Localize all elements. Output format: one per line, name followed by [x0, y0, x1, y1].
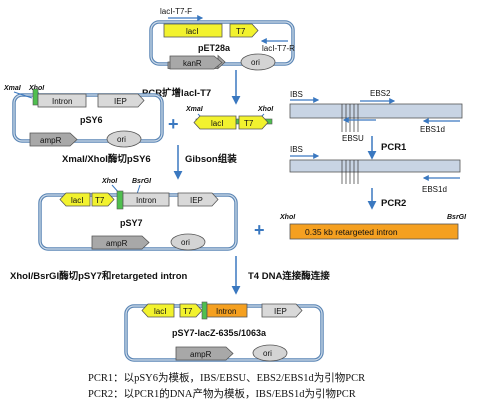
final-ori-label: ori	[263, 349, 272, 358]
psy7-iep	[177, 192, 219, 207]
caption-pcr2: PCR2：以PCR1的DNA产物为模板，IBS/EBS1d为引物PCR	[88, 389, 356, 400]
pet28a-plasmid: lacI-T7-F lacI-T7-R lacI T7 pET28a kanR …	[149, 7, 295, 71]
final-laci-label: lacI	[154, 307, 166, 316]
psy7-laci-label: lacI	[71, 196, 83, 205]
retargeted-intron-bar	[289, 223, 459, 240]
psy7-laci-gene	[59, 192, 91, 207]
pet28a-ori-label: ori	[251, 58, 260, 67]
psy7-name: pSY7	[120, 218, 143, 228]
pcr-ebsu-label: EBSU	[342, 134, 364, 143]
caption-pcr1: PCR1：以pSY6为模板，IBS/EBSU、EBS2/EBS1d为引物PCR	[88, 373, 366, 384]
step-digest-psy6: XmaI/XhoI酶切pSY6	[62, 153, 151, 165]
psy7-t7-promoter	[91, 192, 115, 207]
pet28a-laci-label: lacI	[186, 27, 198, 36]
psy6-amp-label: ampR	[40, 136, 62, 145]
pet28a-laci-gene	[163, 23, 223, 38]
pcr-ebs1d-top: EBS1d	[420, 125, 445, 134]
pcr-ebs2-label: EBS2	[370, 89, 391, 98]
pet28a-ori	[240, 53, 276, 71]
insert-laci-gene	[193, 115, 237, 130]
psy6-iep	[97, 93, 145, 108]
psy7-ori	[170, 233, 206, 251]
psy7-site-right: BsrGI	[132, 178, 152, 185]
pcr2-label: PCR2	[381, 198, 406, 209]
psy6-name: pSY6	[80, 115, 103, 125]
final-plasmid: lacI T7 Intron IEP pSY7-lacZ-635s/1063a …	[124, 301, 324, 362]
psy7-ori-label: ori	[181, 238, 190, 247]
pcr-panel: IBS EBS2 EBSU EBS1d PCR1 IBS EBS1d PCR2 …	[279, 89, 467, 240]
insert-t7-promoter	[238, 115, 269, 130]
final-amp-label: ampR	[190, 350, 212, 359]
pet28a-t7-promoter	[229, 23, 259, 38]
psy7-site-left: XhoI	[101, 178, 118, 185]
insert-site-right: XhoI	[257, 106, 274, 113]
psy7-plasmid: XhoI BsrGI lacI T7 Intron IEP pSY7 ampR …	[38, 178, 238, 251]
final-intron-label: Intron	[216, 307, 236, 316]
pet28a-kan-label: kanR	[183, 59, 202, 68]
psy6-iep-label: IEP	[114, 97, 127, 106]
psy6-site-right: XhoI	[28, 85, 45, 92]
psy7-intron-label: Intron	[136, 196, 156, 205]
psy7-amp-gene	[91, 235, 150, 250]
primer-r-label: lacI-T7-R	[262, 44, 295, 53]
plus-sign-2: +	[254, 220, 265, 240]
step-gibson: Gibson组装	[185, 153, 237, 165]
psy7-intron	[122, 192, 170, 207]
final-name: pSY7-lacZ-635s/1063a	[172, 328, 267, 338]
psy6-plasmid: XmaI XhoI Intron IEP pSY6 ampR ori	[3, 85, 164, 148]
psy6-amp-gene	[29, 132, 78, 147]
insert-t7-label: T7	[244, 119, 254, 128]
psy7-t7-label: T7	[95, 196, 105, 205]
step-digest-psy7: XhoI/BsrGI酶切pSY7和retargeted intron	[10, 270, 188, 282]
final-intron	[206, 303, 248, 318]
final-ori	[252, 344, 288, 362]
laci-t7-insert: XmaI XhoI lacI T7	[185, 106, 274, 130]
insert-site-left: XmaI	[185, 106, 204, 113]
psy6-ori-label: ori	[117, 135, 126, 144]
insert-laci-label: lacI	[211, 119, 223, 128]
final-t7-label: T7	[183, 307, 193, 316]
pcr-ibs-top: IBS	[290, 90, 303, 99]
final-t7-promoter	[179, 303, 203, 318]
plus-sign-1: +	[168, 114, 179, 134]
step-ligation: T4 DNA连接酶连接	[248, 270, 330, 282]
step-pcr-laci: PCR扩增lacI-T7	[142, 87, 211, 99]
psy7-iep-label: IEP	[190, 196, 203, 205]
pcr-site-right: BsrGI	[447, 214, 467, 221]
pcr-template-bar	[289, 103, 463, 119]
pet28a-name: pET28a	[198, 43, 231, 53]
psy6-intron-label: Intron	[52, 97, 72, 106]
retargeted-intron-label: 0.35 kb retargeted intron	[305, 227, 398, 237]
pcr-ibs-mid: IBS	[290, 145, 303, 154]
primer-f-label: lacI-T7-F	[160, 7, 192, 16]
final-iep-label: IEP	[274, 307, 287, 316]
pcr1-product-bar	[289, 159, 461, 173]
psy7-amp-label: ampR	[106, 239, 128, 248]
final-amp-gene	[175, 346, 234, 361]
pet28a-t7-label: T7	[236, 27, 246, 36]
psy6-intron	[37, 93, 87, 108]
pcr-site-left: XhoI	[279, 214, 296, 221]
pcr-ebs1d-mid: EBS1d	[422, 185, 447, 194]
final-iep	[261, 303, 303, 318]
psy6-site-left: XmaI	[3, 85, 22, 92]
final-laci-gene	[141, 303, 175, 318]
psy6-ori	[106, 130, 142, 148]
pcr1-label: PCR1	[381, 142, 407, 153]
